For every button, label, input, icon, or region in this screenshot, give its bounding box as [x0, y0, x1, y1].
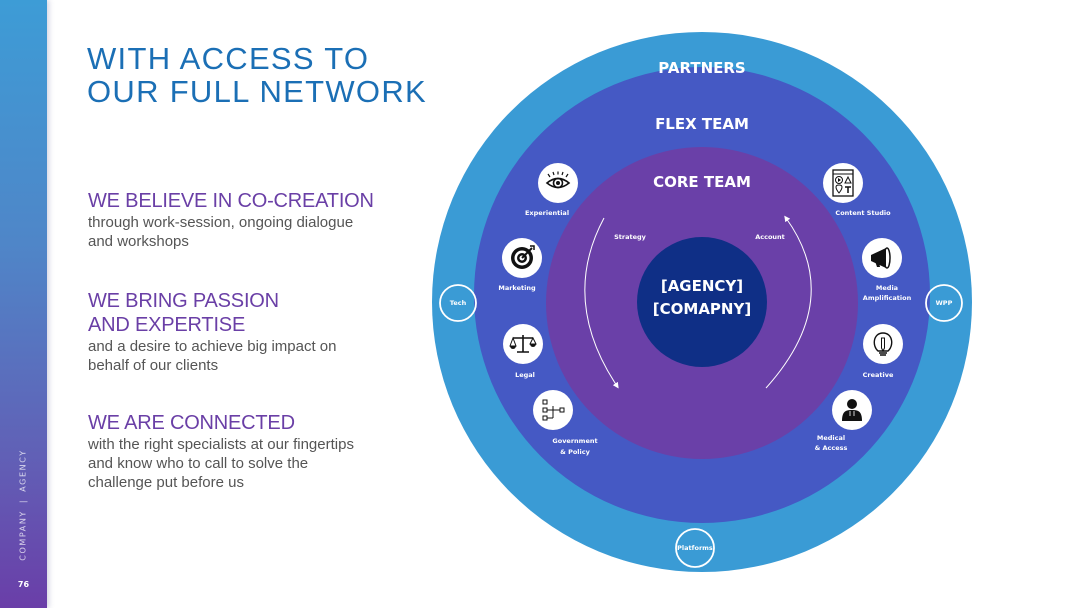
body-line: and a desire to achieve big impact on — [88, 338, 337, 355]
partner-label: Tech — [450, 299, 467, 307]
flex-item-label: Experiential — [525, 209, 569, 217]
doctor-icon — [842, 399, 862, 421]
eye-icon — [545, 171, 571, 189]
value-block-co-creation: WE BELIEVE IN CO-CREATION through work-s… — [88, 189, 418, 251]
flex-item-marketing[interactable]: Marketing — [498, 238, 542, 292]
partner-label: WPP — [936, 299, 953, 307]
flex-item-label: Creative — [863, 371, 894, 379]
partner-tech[interactable]: Tech — [439, 284, 477, 322]
flex-item-label: Marketing — [498, 284, 536, 292]
strategy-arc-arrow — [584, 217, 619, 389]
page-title: WITH ACCESS TO OUR FULL NETWORK — [87, 42, 427, 108]
content-studio-icon — [832, 169, 854, 197]
flex-team-label: FLEX TEAM — [655, 115, 749, 133]
page-number: 76 — [17, 580, 30, 589]
flex-item-label: Media — [876, 284, 898, 292]
flex-item-experiential[interactable]: Experiential — [525, 163, 578, 217]
body-line: with the right specialists at our finger… — [88, 436, 354, 453]
lightbulb-icon — [873, 332, 893, 356]
heading-line: AND EXPERTISE — [88, 314, 246, 336]
body-line: and workshops — [88, 233, 189, 250]
flex-item-media-amplification[interactable]: Media Amplification — [862, 238, 912, 302]
center-line-1: [AGENCY] — [661, 277, 743, 295]
flex-item-government-policy[interactable]: Government & Policy — [533, 390, 598, 456]
partner-wpp[interactable]: WPP — [925, 284, 963, 322]
block-body: and a desire to achieve big impact on be… — [88, 337, 418, 375]
flex-item-label: Amplification — [863, 294, 912, 302]
flex-item-label: Legal — [515, 371, 535, 379]
flex-item-label: & Access — [815, 444, 848, 452]
flex-item-label: & Policy — [560, 448, 590, 456]
heading-line: WE ARE CONNECTED — [88, 412, 295, 434]
flex-item-label: Content Studio — [835, 209, 891, 217]
account-arc-arrow — [765, 215, 812, 389]
flex-item-content-studio[interactable]: Content Studio — [823, 163, 891, 217]
value-block-connected: WE ARE CONNECTED with the right speciali… — [88, 411, 418, 492]
sidebar-brand: COMPANY | AGENCY — [19, 449, 28, 560]
flex-item-legal[interactable]: Legal — [503, 324, 543, 379]
title-line-2: OUR FULL NETWORK — [87, 74, 428, 109]
account-label: Account — [755, 233, 785, 241]
center-line-2: [COMAPNY] — [653, 300, 751, 318]
title-line-1: WITH ACCESS TO — [87, 41, 370, 76]
core-team-label: CORE TEAM — [653, 173, 751, 191]
partner-platforms[interactable]: Platforms — [675, 528, 715, 568]
heading-line: WE BELIEVE IN CO-CREATION — [88, 190, 374, 212]
heading-line: WE BRING PASSION — [88, 290, 279, 312]
flex-item-label: Medical — [817, 434, 845, 442]
brand-agency: AGENCY — [18, 449, 28, 492]
brand-separator: | — [18, 498, 28, 504]
block-heading: WE BELIEVE IN CO-CREATION — [88, 189, 418, 213]
sidebar: COMPANY | AGENCY 76 — [0, 0, 47, 608]
flex-item-medical-access[interactable]: Medical & Access — [815, 390, 872, 452]
block-body: with the right specialists at our finger… — [88, 435, 418, 492]
partners-label: PARTNERS — [658, 59, 746, 77]
center-circle — [637, 237, 767, 367]
flex-item-creative[interactable]: Creative — [863, 324, 903, 379]
flex-item-label: Government — [552, 437, 597, 445]
value-block-passion: WE BRING PASSION AND EXPERTISE and a des… — [88, 289, 418, 375]
block-body: through work-session, ongoing dialogue a… — [88, 213, 418, 251]
target-icon — [511, 245, 535, 269]
body-line: challenge put before us — [88, 474, 244, 491]
brand-company: COMPANY — [18, 510, 28, 561]
body-line: behalf of our clients — [88, 357, 219, 374]
megaphone-icon — [871, 247, 891, 269]
block-heading: WE BRING PASSION AND EXPERTISE — [88, 289, 418, 337]
org-chart-icon — [542, 399, 565, 421]
partner-label: Platforms — [677, 544, 713, 552]
body-line: through work-session, ongoing dialogue — [88, 214, 354, 231]
strategy-label: Strategy — [614, 233, 647, 241]
block-heading: WE ARE CONNECTED — [88, 411, 418, 435]
body-line: and know who to call to solve the — [88, 455, 309, 472]
scales-icon — [509, 335, 537, 353]
